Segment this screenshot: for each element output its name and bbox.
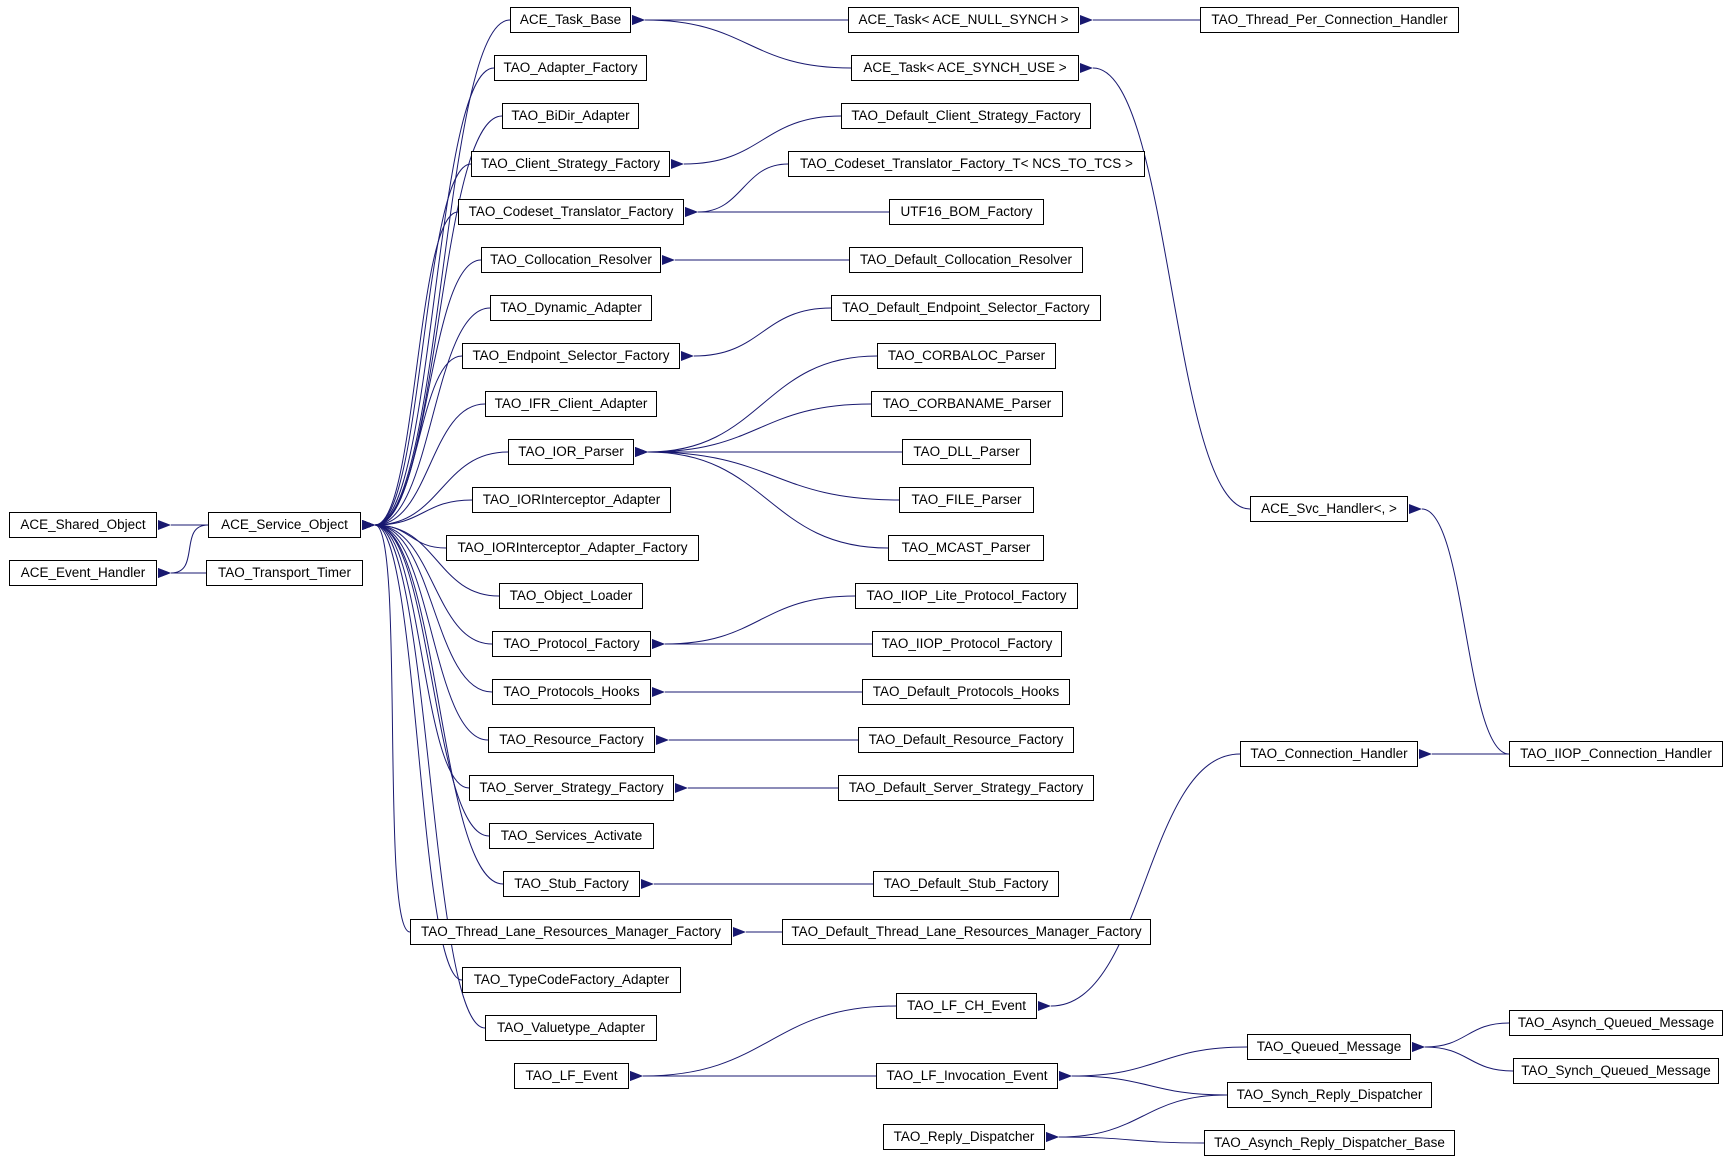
node-tao-server-strategy-factory[interactable]: TAO_Server_Strategy_Factory [469,775,674,801]
node-tao-synch-reply-dispatcher[interactable]: TAO_Synch_Reply_Dispatcher [1227,1082,1432,1108]
node-tao-codeset-translator-factory[interactable]: TAO_Codeset_Translator_Factory [458,199,684,225]
edge-tao-mcast-parser-to-tao-ior-parser [634,446,889,549]
node-tao-connection-handler[interactable]: TAO_Connection_Handler [1240,741,1418,767]
edge-tao-protocols-hooks-to-ace-service-object [361,519,493,693]
edge-tao-services-activate-to-ace-service-object [361,519,490,837]
node-ace-shared-object[interactable]: ACE_Shared_Object [9,512,157,538]
node-tao-codeset-translator-factory-t[interactable]: TAO_Codeset_Translator_Factory_T< NCS_TO… [788,151,1145,177]
edge-tao-lf-ch-event-to-tao-lf-event [629,1005,897,1082]
node-tao-client-strategy-factory[interactable]: TAO_Client_Strategy_Factory [471,151,670,177]
edge-tao-valuetype-adapter-to-ace-service-object [361,519,486,1029]
node-tao-lf-event[interactable]: TAO_LF_Event [514,1063,629,1089]
node-tao-synch-queued-message[interactable]: TAO_Synch_Queued_Message [1513,1058,1719,1084]
edge-tao-endpoint-selector-factory-to-ace-service-object [361,355,463,531]
node-tao-thread-lane-resources-manager-factory[interactable]: TAO_Thread_Lane_Resources_Manager_Factor… [410,919,732,945]
edge-tao-default-client-strategy-factory-to-tao-client-strategy-factory [670,115,842,170]
edge-ace-task-base-to-ace-service-object [361,19,511,531]
edge-tao-queued-message-to-tao-lf-invocation-event [1058,1046,1248,1082]
edge-tao-iiop-connection-handler-to-ace-svc-handler [1408,503,1510,755]
node-tao-queued-message[interactable]: TAO_Queued_Message [1247,1034,1411,1060]
node-tao-mcast-parser[interactable]: TAO_MCAST_Parser [888,535,1044,561]
node-tao-protocols-hooks[interactable]: TAO_Protocols_Hooks [492,679,651,705]
node-tao-iiop-lite-protocol-factory[interactable]: TAO_IIOP_Lite_Protocol_Factory [855,583,1078,609]
node-tao-ior-parser[interactable]: TAO_IOR_Parser [508,439,634,465]
edge-tao-server-strategy-factory-to-ace-service-object [361,519,470,789]
node-tao-dynamic-adapter[interactable]: TAO_Dynamic_Adapter [490,295,652,321]
node-ace-svc-handler[interactable]: ACE_Svc_Handler<, > [1250,496,1408,522]
node-tao-dll-parser[interactable]: TAO_DLL_Parser [902,439,1031,465]
edge-ace-svc-handler-to-ace-task-synch-use [1079,62,1251,510]
node-tao-object-loader[interactable]: TAO_Object_Loader [499,583,643,609]
node-tao-file-parser[interactable]: TAO_FILE_Parser [899,487,1034,513]
node-tao-default-collocation-resolver[interactable]: TAO_Default_Collocation_Resolver [849,247,1083,273]
edge-tao-synch-queued-message-to-tao-queued-message [1411,1041,1514,1072]
node-tao-reply-dispatcher[interactable]: TAO_Reply_Dispatcher [883,1124,1045,1150]
edge-tao-default-endpoint-selector-factory-to-tao-endpoint-selector-factory [680,307,832,362]
edge-tao-ior-parser-to-ace-service-object [361,451,509,531]
edge-ace-service-object-to-ace-event-handler [157,524,209,579]
node-tao-default-thread-lane-resources-manager-factory[interactable]: TAO_Default_Thread_Lane_Resources_Manage… [782,919,1151,945]
node-tao-iorinterceptor-adapter-factory[interactable]: TAO_IORInterceptor_Adapter_Factory [446,535,699,561]
node-tao-services-activate[interactable]: TAO_Services_Activate [489,823,654,849]
node-ace-task-base[interactable]: ACE_Task_Base [510,7,631,33]
edge-tao-corbaname-parser-to-tao-ior-parser [634,403,872,458]
node-tao-asynch-queued-message[interactable]: TAO_Asynch_Queued_Message [1509,1010,1723,1036]
node-tao-default-stub-factory[interactable]: TAO_Default_Stub_Factory [873,871,1059,897]
node-tao-transport-timer[interactable]: TAO_Transport_Timer [206,560,363,586]
edge-tao-synch-reply-dispatcher-to-tao-lf-invocation-event [1058,1070,1228,1096]
node-tao-default-protocols-hooks[interactable]: TAO_Default_Protocols_Hooks [862,679,1070,705]
node-tao-typecodefactory-adapter[interactable]: TAO_TypeCodeFactory_Adapter [462,967,681,993]
edge-tao-iorinterceptor-adapter-to-ace-service-object [361,499,473,531]
edge-tao-codeset-translator-factory-to-ace-service-object [361,211,459,531]
node-tao-lf-invocation-event[interactable]: TAO_LF_Invocation_Event [876,1063,1058,1089]
edge-tao-asynch-reply-dispatcher-base-to-tao-reply-dispatcher [1045,1131,1205,1144]
edge-tao-connection-handler-to-tao-lf-ch-event [1037,753,1241,1012]
edge-tao-typecodefactory-adapter-to-ace-service-object [361,519,463,981]
edge-tao-ifr-client-adapter-to-ace-service-object [361,403,486,531]
edge-tao-synch-reply-dispatcher-to-tao-reply-dispatcher [1045,1094,1228,1143]
edge-tao-dynamic-adapter-to-ace-service-object [361,307,491,531]
edge-ace-task-synch-use-to-ace-task-base [631,14,852,69]
node-tao-thread-per-connection-handler[interactable]: TAO_Thread_Per_Connection_Handler [1200,7,1459,33]
node-utf16-bom-factory[interactable]: UTF16_BOM_Factory [889,199,1044,225]
node-tao-iiop-connection-handler[interactable]: TAO_IIOP_Connection_Handler [1509,741,1723,767]
edge-tao-protocol-factory-to-ace-service-object [361,519,493,645]
node-tao-corbaloc-parser[interactable]: TAO_CORBALOC_Parser [877,343,1056,369]
node-tao-adapter-factory[interactable]: TAO_Adapter_Factory [494,55,647,81]
edge-tao-iiop-lite-protocol-factory-to-tao-protocol-factory [651,595,856,650]
edge-tao-codeset-translator-factory-t-to-tao-codeset-translator-factory [684,163,789,218]
node-tao-ifr-client-adapter[interactable]: TAO_IFR_Client_Adapter [485,391,657,417]
node-tao-asynch-reply-dispatcher-base[interactable]: TAO_Asynch_Reply_Dispatcher_Base [1204,1130,1455,1156]
edge-tao-client-strategy-factory-to-ace-service-object [361,163,472,531]
node-tao-default-endpoint-selector-factory[interactable]: TAO_Default_Endpoint_Selector_Factory [831,295,1101,321]
node-tao-iorinterceptor-adapter[interactable]: TAO_IORInterceptor_Adapter [472,487,671,513]
node-tao-endpoint-selector-factory[interactable]: TAO_Endpoint_Selector_Factory [462,343,680,369]
node-tao-collocation-resolver[interactable]: TAO_Collocation_Resolver [481,247,661,273]
node-ace-service-object[interactable]: ACE_Service_Object [208,512,361,538]
node-tao-bidir-adapter[interactable]: TAO_BiDir_Adapter [502,103,639,129]
node-tao-corbaname-parser[interactable]: TAO_CORBANAME_Parser [871,391,1063,417]
node-ace-task-synch-use[interactable]: ACE_Task< ACE_SYNCH_USE > [851,55,1079,81]
node-tao-stub-factory[interactable]: TAO_Stub_Factory [503,871,640,897]
edge-tao-object-loader-to-ace-service-object [361,519,500,597]
node-ace-task-null-synch[interactable]: ACE_Task< ACE_NULL_SYNCH > [848,7,1079,33]
edge-tao-file-parser-to-tao-ior-parser [634,446,900,501]
node-tao-iiop-protocol-factory[interactable]: TAO_IIOP_Protocol_Factory [872,631,1062,657]
edge-tao-stub-factory-to-ace-service-object [361,519,504,885]
node-tao-resource-factory[interactable]: TAO_Resource_Factory [488,727,655,753]
node-tao-default-server-strategy-factory[interactable]: TAO_Default_Server_Strategy_Factory [838,775,1094,801]
node-tao-default-resource-factory[interactable]: TAO_Default_Resource_Factory [858,727,1074,753]
node-tao-lf-ch-event[interactable]: TAO_LF_CH_Event [896,993,1037,1019]
edge-tao-asynch-queued-message-to-tao-queued-message [1411,1022,1510,1053]
node-tao-protocol-factory[interactable]: TAO_Protocol_Factory [492,631,651,657]
node-ace-event-handler[interactable]: ACE_Event_Handler [9,560,157,586]
node-tao-valuetype-adapter[interactable]: TAO_Valuetype_Adapter [485,1015,657,1041]
edge-tao-resource-factory-to-ace-service-object [361,519,489,741]
node-tao-default-client-strategy-factory[interactable]: TAO_Default_Client_Strategy_Factory [841,103,1091,129]
edge-tao-corbaloc-parser-to-tao-ior-parser [634,355,878,458]
edge-tao-adapter-factory-to-ace-service-object [361,67,495,531]
edge-tao-thread-lane-resources-manager-factory-to-ace-service-object [361,519,411,933]
